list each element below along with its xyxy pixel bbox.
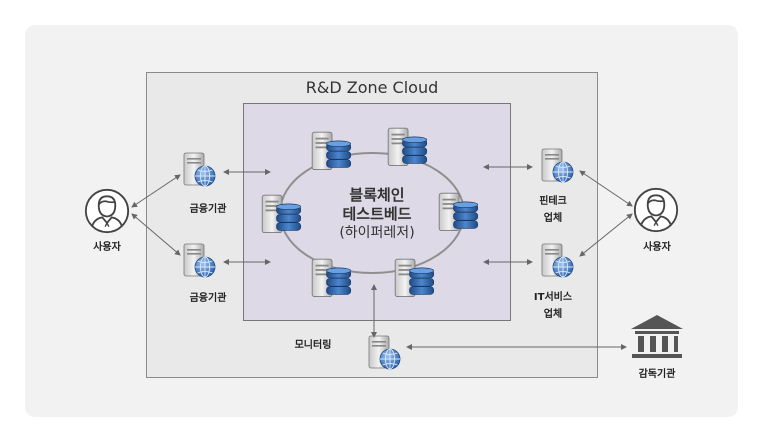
it-service-label-line2: 업체 <box>543 309 563 320</box>
testbed-line2: 테스트베드 <box>342 205 412 223</box>
peer-server-db-icon <box>311 131 352 171</box>
monitoring-server-icon <box>368 335 401 370</box>
user-icon <box>84 188 130 234</box>
arrow-user-finance1 <box>131 174 181 208</box>
user-icon <box>633 187 679 233</box>
it-service-server-icon <box>541 243 574 278</box>
user-right-label: 사용자 <box>643 242 671 253</box>
peer-server-db-icon <box>387 127 428 167</box>
fintech-server-icon <box>541 148 574 183</box>
arrow-fintech-user <box>579 170 633 207</box>
arrow-it-user <box>579 213 633 257</box>
finance-1-label: 금융기관 <box>189 204 227 215</box>
testbed-line1: 블록체인 <box>349 186 405 204</box>
peer-server-db-icon <box>311 258 352 298</box>
finance-server-icon <box>183 152 216 187</box>
peer-server-db-icon <box>394 258 435 298</box>
finance-2-label: 금융기관 <box>189 293 227 304</box>
arrow-user-finance2 <box>131 213 181 256</box>
cloud-title: R&D Zone Cloud <box>305 78 439 97</box>
it-service-label-line1: IT서비스 <box>533 292 573 303</box>
fintech-label-line1: 핀테크 <box>539 196 567 207</box>
peer-server-db-icon <box>261 194 302 234</box>
user-left-label: 사용자 <box>93 242 121 253</box>
finance-server-icon <box>183 243 216 278</box>
testbed-label: 블록체인 테스트베드 (하이퍼레저) <box>318 186 436 243</box>
regulator-label: 감독기관 <box>638 369 676 380</box>
bank-building-icon <box>631 315 683 358</box>
monitoring-label: 모니터링 <box>294 340 332 351</box>
peer-server-db-icon <box>438 192 479 232</box>
testbed-line3: (하이퍼레저) <box>339 225 415 241</box>
fintech-label-line2: 업체 <box>543 213 563 224</box>
